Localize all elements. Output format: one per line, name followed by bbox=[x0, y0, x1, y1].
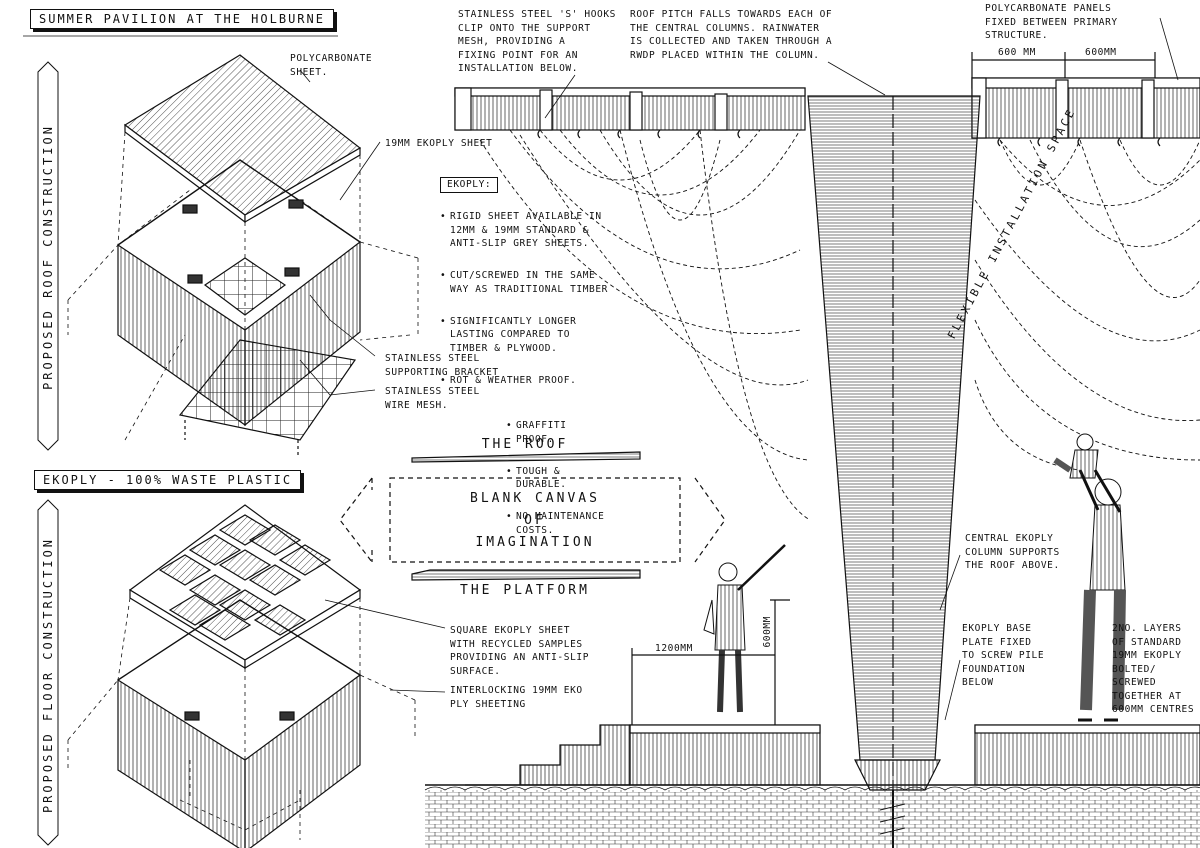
interlocking-label: Interlocking 19mm Eko ply sheeting bbox=[450, 685, 583, 710]
dim-600-vertical: 600mm bbox=[762, 615, 774, 648]
s-hooks-label: Stainless steel 'S' hooks clip onto the … bbox=[458, 9, 616, 74]
central-column-label: Central Ekoply column supports the roof … bbox=[965, 533, 1060, 571]
polycarbonate-label: Polycarbonate sheet. bbox=[290, 53, 373, 78]
ekoply-notes-list: Rigid sheet available in 12mm & 19mm sta… bbox=[440, 197, 610, 406]
ekoply-19mm-label: 19mm Ekoply sheet bbox=[385, 138, 493, 149]
ekoply-note: No maintenance costs. bbox=[506, 510, 606, 537]
two-layers-label: 2No. layers of standard 19mm Ekoply bolt… bbox=[1112, 623, 1195, 715]
center-graphics bbox=[339, 451, 726, 581]
ekoply-note: Graffiti proof. bbox=[506, 419, 606, 446]
ekoply-note: Significantly longer lasting compared to… bbox=[440, 315, 610, 356]
roof-construction-label: Proposed Roof Construction bbox=[41, 124, 55, 390]
base-plate-label: Ekoply base plate fixed to screw pile fo… bbox=[962, 623, 1045, 688]
roof-isometric bbox=[67, 54, 419, 455]
page-title: Summer Pavilion at the Holburne bbox=[30, 9, 334, 29]
ekoply-note: Rot & weather proof. bbox=[440, 374, 610, 388]
dim-600-a: 600 mm bbox=[998, 47, 1036, 58]
section-drawing bbox=[424, 17, 1200, 848]
ekoply-notes: Ekoply: Rigid sheet available in 12mm & … bbox=[440, 172, 610, 556]
floor-isometric bbox=[67, 504, 416, 848]
dim-600-b: 600mm bbox=[1085, 47, 1117, 58]
stainless-mesh-label: Stainless steel wire mesh. bbox=[385, 386, 480, 411]
stainless-bracket-label: Stainless steel supporting bracket bbox=[385, 353, 499, 378]
ekoply-note: Tough & durable. bbox=[506, 465, 606, 492]
floor-construction-label: Proposed Floor Construction bbox=[41, 536, 55, 814]
the-platform-label: The Platform bbox=[460, 583, 590, 598]
dim-1200: 1200mm bbox=[655, 643, 693, 654]
the-roof-label: The Roof bbox=[481, 437, 569, 452]
ekoply-note: Cut/screwed in the same way as tradition… bbox=[440, 269, 610, 296]
square-sheet-label: Square Ekoply sheet with recycled sample… bbox=[450, 625, 590, 677]
blank-canvas-label: Blank canvas of imagination bbox=[470, 491, 600, 550]
ekoply-notes-list-2: Graffiti proof. Tough & durable. No main… bbox=[506, 406, 606, 556]
poly-panels-label: Polycarbonate panels fixed between prima… bbox=[985, 3, 1118, 41]
ekoply-notes-heading: Ekoply: bbox=[440, 177, 499, 193]
roof-pitch-label: Roof pitch falls towards each of the cen… bbox=[630, 9, 833, 61]
left-leaders bbox=[23, 35, 446, 846]
ekoply-note: Rigid sheet available in 12mm & 19mm sta… bbox=[440, 210, 610, 251]
ekoply-waste-heading: Ekoply - 100% Waste Plastic bbox=[34, 470, 302, 490]
